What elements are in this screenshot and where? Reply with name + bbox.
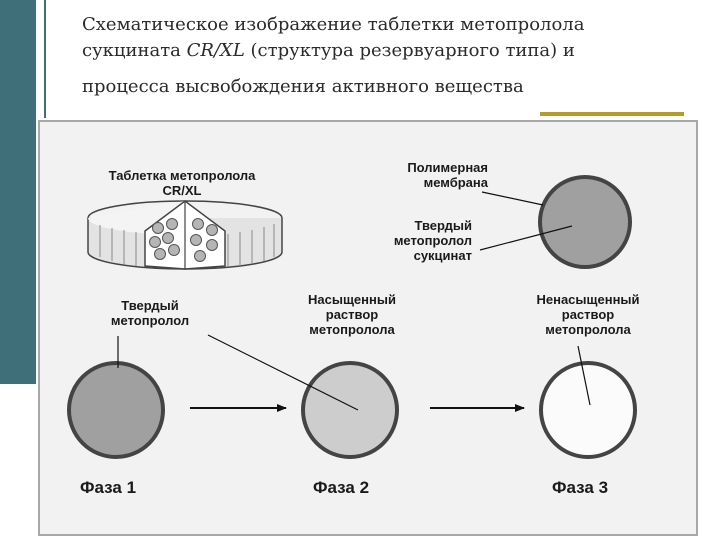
gold-accent-bar <box>540 112 684 116</box>
left-accent-bar <box>0 0 36 384</box>
phase-1-label: Фаза 1 <box>80 478 137 497</box>
pellet-phase-3 <box>539 361 637 459</box>
membrane-pointer <box>481 191 544 206</box>
unsaturated-label: Ненасыщенный раствор метопролола <box>536 292 640 337</box>
tablet-label: Таблетка метопролола CR/XL <box>108 168 256 198</box>
unsaturated-pointer <box>577 345 591 406</box>
tablet-cylinder <box>87 200 283 270</box>
membrane-label: Полимерная мембрана <box>407 160 488 190</box>
title-line-2-italic: CR/XL <box>186 40 245 61</box>
solid-succinate-pointer <box>479 225 573 251</box>
pellet-phase-1 <box>67 361 165 459</box>
slide-title: Схематическое изображение таблетки метоп… <box>82 12 682 100</box>
saturated-label: Насыщенный раствор метопролола <box>308 292 396 337</box>
title-line-3: процесса высвобождения активного веществ… <box>82 76 524 97</box>
tablet-granules <box>149 218 218 262</box>
title-line-2: сукцината CR/XL (структура резервуарного… <box>82 38 682 64</box>
pellet-phase-2 <box>301 361 399 459</box>
phase-2-label: Фаза 2 <box>313 478 370 497</box>
solid-succinate-label: Твердый метопролол сукцинат <box>393 218 472 263</box>
left-accent-line <box>44 0 46 118</box>
title-line-1: Схематическое изображение таблетки метоп… <box>82 14 585 35</box>
title-line-2-prefix: сукцината <box>82 40 187 61</box>
solid-label: Твердый метопролол <box>110 298 190 328</box>
saturated-pointer <box>207 334 359 411</box>
phase-3-label: Фаза 3 <box>552 478 609 497</box>
title-line-2-suffix: (структура резервуарного типа) и <box>244 40 575 61</box>
pellet-top <box>538 175 632 269</box>
